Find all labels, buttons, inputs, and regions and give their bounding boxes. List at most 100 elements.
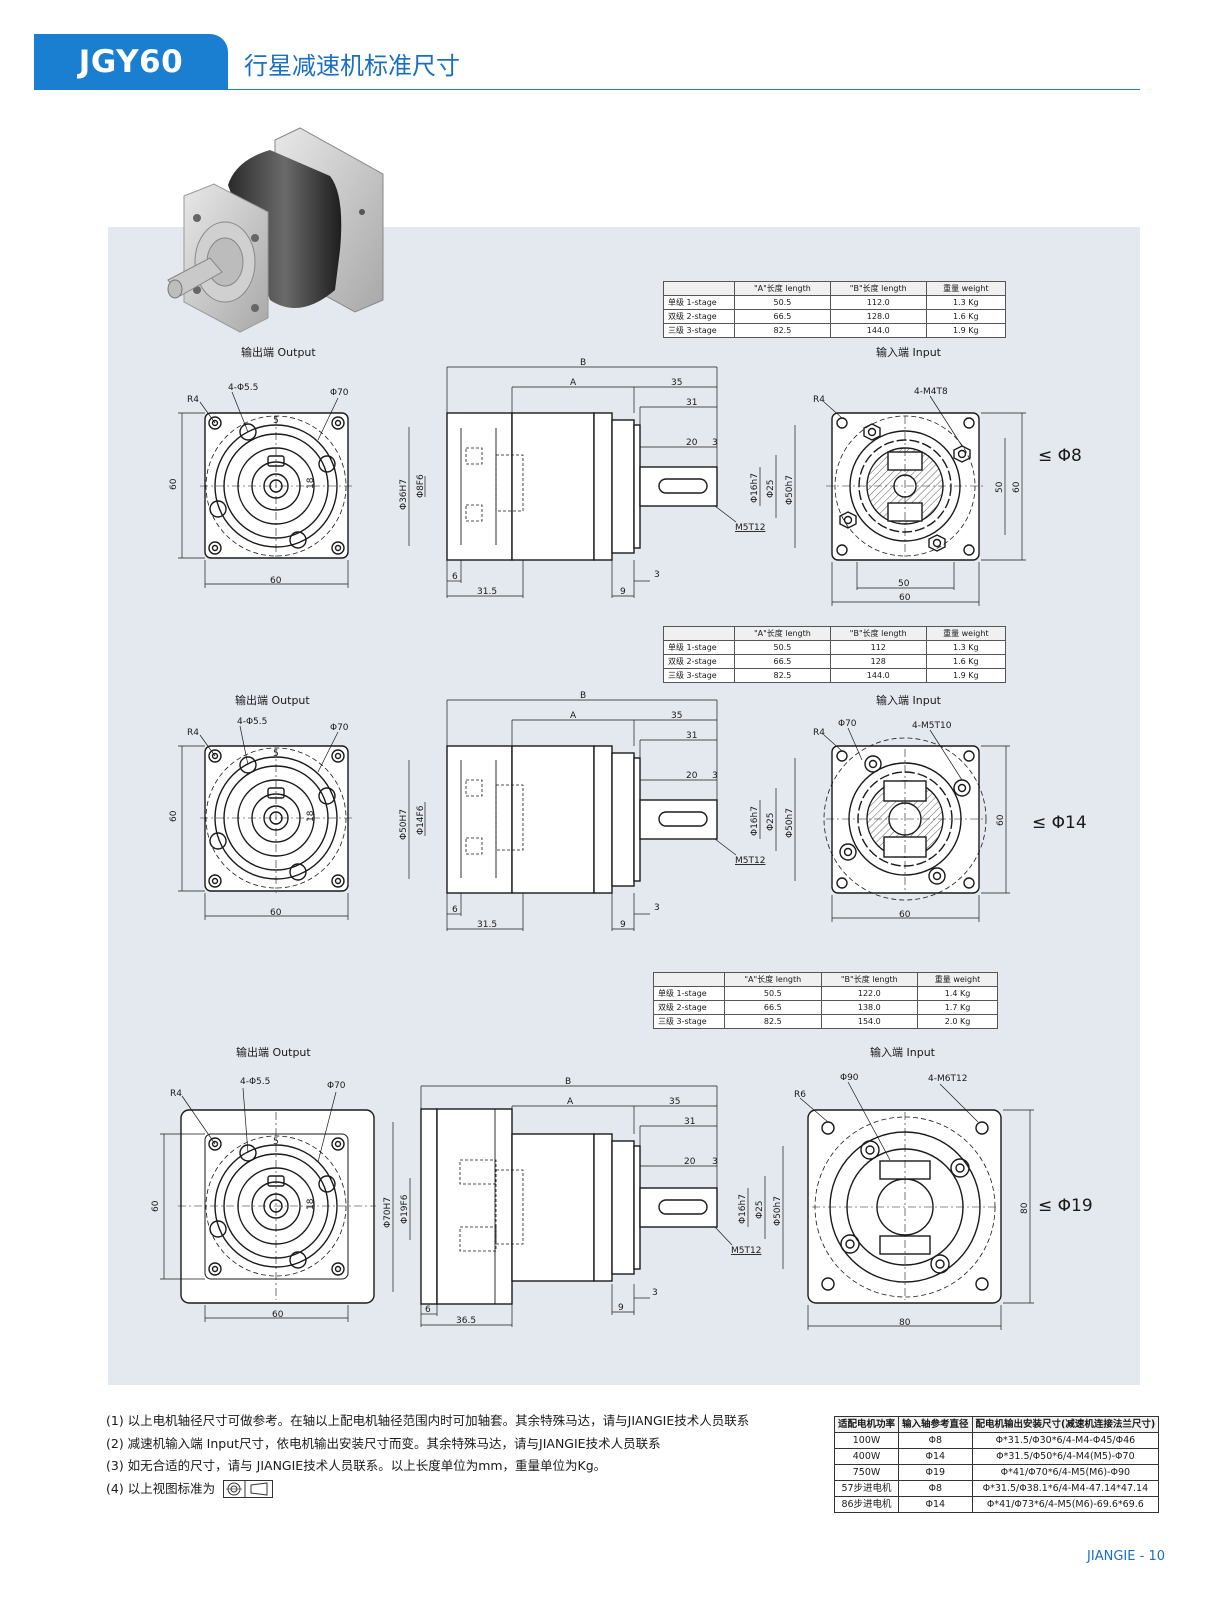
r2-key: M5T12 (735, 856, 765, 866)
row3-input-label: 输入端 Input (870, 1046, 935, 1059)
row1-output-view (178, 391, 352, 588)
row2-input-label: 输入端 Input (876, 694, 941, 707)
r3-out-5: 5 (273, 1137, 279, 1147)
r3-shaft: Φ19F6 (400, 1194, 410, 1224)
r1-out-phi70: Φ70 (330, 388, 349, 398)
row3-side-view (392, 1085, 784, 1327)
r1-out-hole: 4-Φ5.5 (228, 383, 258, 393)
page-title: 行星减速机标准尺寸 (244, 52, 460, 80)
r3-dim-3b: 3 (652, 1288, 658, 1298)
r2-dim-35: 35 (671, 711, 682, 721)
gearbox-product-image (167, 127, 384, 333)
row1-input-label: 输入端 Input (876, 346, 941, 359)
r3-in-hole: 4-M6T12 (928, 1074, 967, 1084)
r3-in-80v: 80 (1020, 1202, 1030, 1214)
r2-dim-20: 20 (686, 771, 698, 781)
r3-dim-a: A (567, 1097, 574, 1107)
footer-brand: JIANGIE (1087, 1549, 1136, 1564)
r2-in-phi70: Φ70 (838, 719, 857, 729)
r3-dim-b: B (565, 1077, 571, 1087)
r2-bore: Φ50H7 (399, 809, 409, 840)
shaft-limit-row1: ≤ Φ8 (1038, 446, 1082, 466)
r1-dim-20: 20 (686, 438, 698, 448)
row3-output-label: 输出端 Output (236, 1046, 311, 1059)
r1-in-hole: 4-M4T8 (914, 387, 948, 397)
row2-input-view (823, 727, 1010, 922)
footer-separator: - (1139, 1549, 1145, 1564)
r3-dim-6: 6 (425, 1305, 431, 1315)
r2-out-60h: 60 (270, 908, 282, 918)
r1-in-50h: 50 (898, 579, 910, 589)
r1-out-60h: 60 (270, 576, 282, 586)
shaft-limit-row3: ≤ Φ19 (1038, 1196, 1093, 1216)
r3-key: M5T12 (731, 1246, 761, 1256)
r1-out-5: 5 (273, 416, 279, 426)
r1-out-r4: R4 (187, 395, 199, 405)
row2-side-view (408, 699, 796, 931)
spec-table-3: "A"长度 length "B"长度 length 重量 weight 单级 1… (653, 972, 998, 1029)
r1-in-60v: 60 (1012, 481, 1022, 493)
r3-out-phi70: Φ70 (327, 1081, 346, 1091)
r2-in-hole: 4-M5T10 (912, 721, 952, 731)
r2-phi16: Φ16h7 (750, 806, 760, 836)
r1-out-18: 18 (306, 477, 316, 489)
r3-out-hole: 4-Φ5.5 (240, 1077, 270, 1087)
page-footer: JIANGIE - 10 (1087, 1549, 1165, 1564)
r1-dim-b: B (580, 358, 586, 368)
r2-out-5: 5 (273, 749, 279, 759)
row2-output-view (178, 725, 352, 920)
r3-out-60h: 60 (272, 1310, 284, 1320)
r1-shaft: Φ8F6 (416, 474, 426, 498)
r1-dim-35: 35 (671, 378, 682, 388)
r2-dim-9: 9 (620, 920, 626, 930)
r3-phi16: Φ16h7 (738, 1194, 748, 1224)
table-header-row: "A"长度 length "B"长度 length 重量 weight (663, 626, 1007, 641)
r1-in-r4: R4 (813, 395, 825, 405)
model-badge: JGY60 (34, 34, 228, 90)
r3-dim-20: 20 (684, 1157, 696, 1167)
r3-dim-35: 35 (669, 1097, 680, 1107)
r2-in-60h: 60 (899, 910, 911, 920)
r2-out-r4: R4 (187, 728, 199, 738)
r1-bore: Φ36H7 (399, 479, 409, 510)
r2-dim-31: 31 (686, 731, 697, 741)
r1-dim-3b: 3 (654, 570, 660, 580)
r1-phi50: Φ50h7 (785, 475, 795, 505)
r1-out-60v: 60 (169, 478, 179, 490)
r2-dim-31-5: 31.5 (477, 920, 497, 930)
r1-phi25: Φ25 (766, 479, 776, 498)
r2-out-phi70: Φ70 (330, 723, 349, 733)
r2-in-r4: R4 (813, 728, 825, 738)
note-2: (2) 减速机输入端 Input尺寸，依电机输出安装尺寸而变。其余特殊马达，请与… (106, 1435, 661, 1451)
r3-dim-3t: 3 (712, 1157, 718, 1167)
r2-in-60v: 60 (996, 814, 1006, 826)
r3-dim-31: 31 (684, 1117, 695, 1127)
note-3: (3) 如无合适的尺寸，请与 JIANGIE技术人员联系。以上长度单位为mm，重… (106, 1458, 607, 1473)
note-4-text: (4) 以上视图标准为 (106, 1480, 216, 1496)
r2-phi50: Φ50h7 (785, 808, 795, 838)
r3-dim-9: 9 (618, 1303, 624, 1313)
r3-dim-36-5: 36.5 (456, 1316, 476, 1326)
row1-side-view (408, 366, 796, 598)
header-rule (228, 89, 1140, 90)
table-header-row: "A"长度 length "B"长度 length 重量 weight (653, 972, 998, 987)
r1-phi16: Φ16h7 (750, 473, 760, 503)
r1-dim-a: A (570, 378, 577, 388)
motor-table: 适配电机功率 输入轴参考直径 配电机输出安装尺寸(减速机连接法兰尺寸) 100W… (833, 1416, 1160, 1513)
row1-output-label: 输出端 Output (241, 346, 316, 359)
r2-dim-a: A (570, 711, 577, 721)
r1-dim-9: 9 (620, 587, 626, 597)
